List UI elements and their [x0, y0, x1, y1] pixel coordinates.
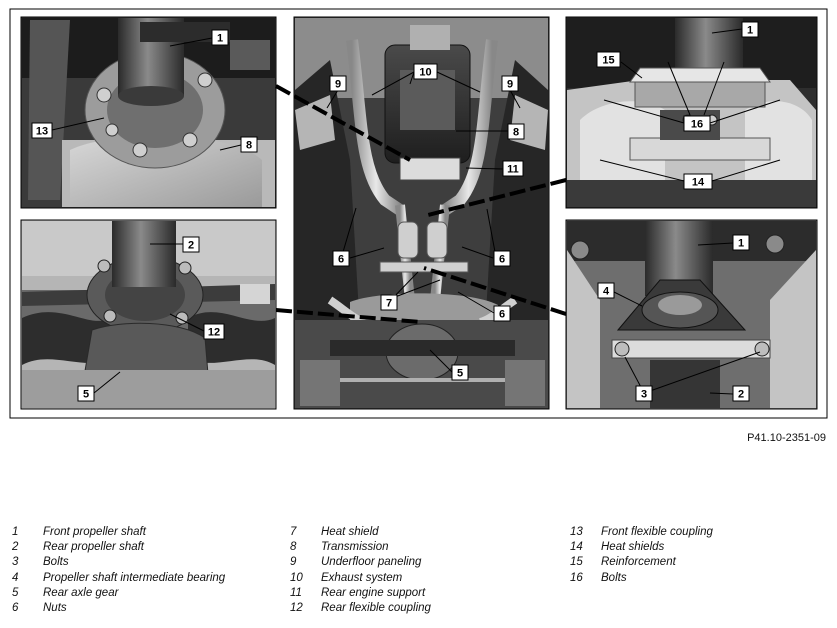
panel-intermediate-bearing [565, 219, 818, 410]
legend-number: 15 [570, 556, 583, 569]
legend-label: Bolts [43, 556, 69, 569]
figure-reference: P41.10-2351-09 [747, 432, 826, 444]
callout-label: 1 [738, 238, 744, 250]
callout-label: 9 [335, 79, 341, 91]
panel-front-coupling [20, 16, 277, 209]
legend-label: Heat shield [321, 526, 379, 538]
callouts-top-right: 1 15 16 14 [596, 21, 759, 190]
legend-number: 2 [12, 541, 19, 554]
legend-label: Reinforcement [601, 556, 676, 569]
callout-label: 8 [513, 127, 519, 139]
callout-label: 8 [246, 140, 252, 152]
callouts-bottom-right: 1 4 3 2 [597, 234, 750, 402]
legend-label: Rear propeller shaft [43, 541, 144, 554]
callout-label: 6 [499, 254, 505, 266]
legend-number: 14 [570, 541, 583, 554]
legend-number: 3 [12, 556, 19, 569]
legend-number: 5 [12, 586, 19, 599]
callout-label: 2 [188, 240, 194, 252]
callout-label: 5 [83, 389, 89, 401]
legend-label: Nuts [43, 601, 67, 614]
legend-number: 6 [12, 601, 19, 614]
legend-number: 10 [290, 571, 303, 584]
legend-number: 7 [290, 526, 297, 538]
callout-label: 6 [338, 254, 344, 266]
legend-label: Heat shields [601, 541, 665, 554]
callout-label: 16 [691, 119, 703, 131]
callout-label: 4 [603, 286, 610, 298]
callout-label: 6 [499, 309, 505, 321]
connector-lines [275, 84, 567, 324]
callouts-center: 10 9 9 8 11 6 6 7 6 5 [329, 63, 525, 381]
callout-label: 2 [738, 389, 744, 401]
callout-label: 9 [507, 79, 513, 91]
legend-label: Exhaust system [321, 571, 403, 584]
legend-label: Bolts [601, 571, 627, 584]
legend-number: 13 [570, 526, 583, 538]
callout-label: 1 [217, 33, 223, 45]
legend-number: 16 [570, 571, 583, 584]
legend-label: Transmission [321, 541, 389, 554]
leader-lines [51, 28, 781, 395]
legend-number: 1 [12, 526, 19, 538]
legend-number: 4 [12, 571, 19, 584]
callouts-mid-left: 2 12 5 [77, 236, 225, 402]
callout-label: 3 [641, 389, 647, 401]
callout-label: 12 [208, 327, 220, 339]
legend-label: Front propeller shaft [43, 526, 146, 538]
diagram: 1 13 8 2 12 5 10 9 9 8 11 6 6 7 6 5 [9, 8, 828, 419]
callouts-top-left: 1 13 8 [31, 29, 258, 153]
callout-label: 10 [419, 67, 431, 79]
legend-label: Underfloor paneling [321, 556, 422, 569]
panel-rear-coupling [20, 219, 277, 410]
legend-label: Rear flexible coupling [321, 601, 431, 614]
legend: 1 Front propeller shaft 2 Rear propeller s… [0, 526, 837, 626]
legend-label: Rear engine support [321, 586, 426, 599]
legend-number: 11 [290, 586, 302, 599]
callout-label: 1 [747, 25, 753, 37]
legend-label: Propeller shaft intermediate bearing [43, 571, 226, 584]
callout-label: 15 [602, 55, 614, 67]
callout-label: 5 [457, 368, 463, 380]
callout-label: 7 [386, 298, 392, 310]
callout-label: 13 [36, 126, 48, 138]
legend-number: 9 [290, 556, 297, 569]
legend-label: Front flexible coupling [601, 526, 713, 538]
callout-label: 11 [507, 164, 519, 176]
legend-number: 12 [290, 601, 303, 614]
legend-number: 8 [290, 541, 297, 554]
legend-label: Rear axle gear [43, 586, 119, 599]
callout-label: 14 [692, 177, 705, 189]
